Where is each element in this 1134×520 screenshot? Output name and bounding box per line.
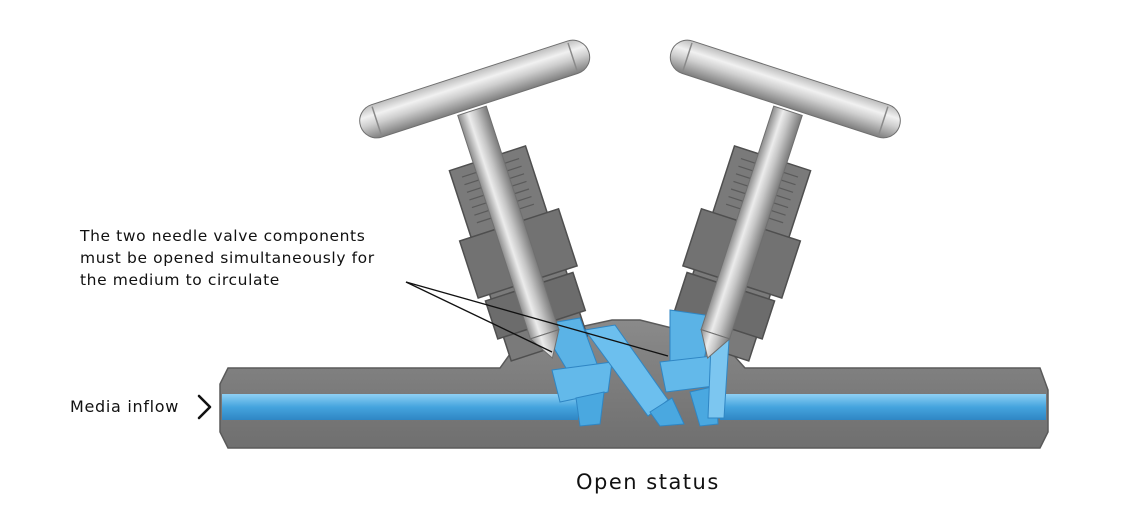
- annotation-text: The two needle valve components must be …: [80, 225, 420, 291]
- left-valve-stem: [457, 105, 560, 359]
- annotation-leader-lines: [405, 281, 669, 357]
- annotation-line: must be opened simultaneously for: [80, 249, 375, 267]
- left-t-handle: [359, 39, 591, 139]
- media-inflow-label: Media inflow: [70, 397, 180, 416]
- right-valve-stem: [700, 105, 803, 359]
- right-t-handle: [669, 39, 901, 139]
- annotation-line: the medium to circulate: [80, 271, 280, 289]
- status-caption: Open status: [576, 470, 720, 494]
- chevron-right-icon: [197, 394, 212, 420]
- annotation-line: The two needle valve components: [80, 227, 366, 245]
